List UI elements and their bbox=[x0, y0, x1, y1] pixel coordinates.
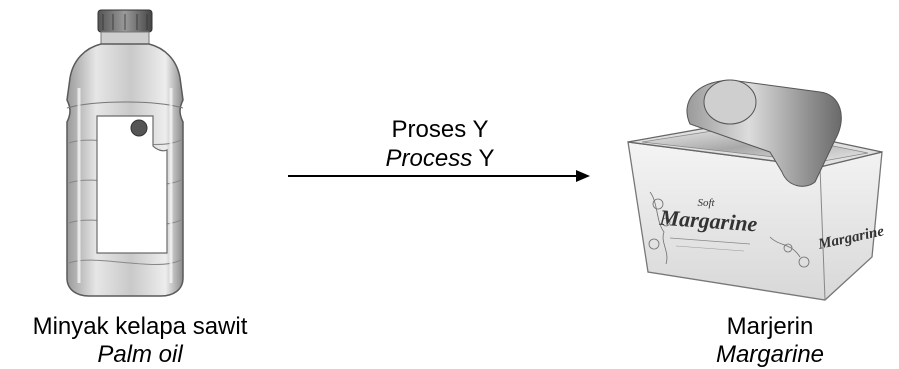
process-label-ms: Proses Y bbox=[391, 116, 489, 143]
source-label-en: Palm oil bbox=[97, 341, 183, 368]
pack-brand-small: Soft bbox=[697, 197, 715, 209]
arrow-right-icon bbox=[288, 170, 590, 182]
product-label-en: Margarine bbox=[715, 341, 825, 368]
process-label-en-italic: Process bbox=[385, 145, 473, 172]
margarine-tub-icon: Soft Margarine Margarine bbox=[627, 79, 886, 301]
process-label-en-rest: Y bbox=[472, 145, 495, 172]
product-label-ms: Marjerin bbox=[726, 313, 814, 340]
palm-oil-bottle-icon bbox=[66, 9, 184, 297]
source-label-ms: Minyak kelapa sawit bbox=[32, 313, 248, 340]
process-label-en: Process Y bbox=[340, 145, 540, 173]
